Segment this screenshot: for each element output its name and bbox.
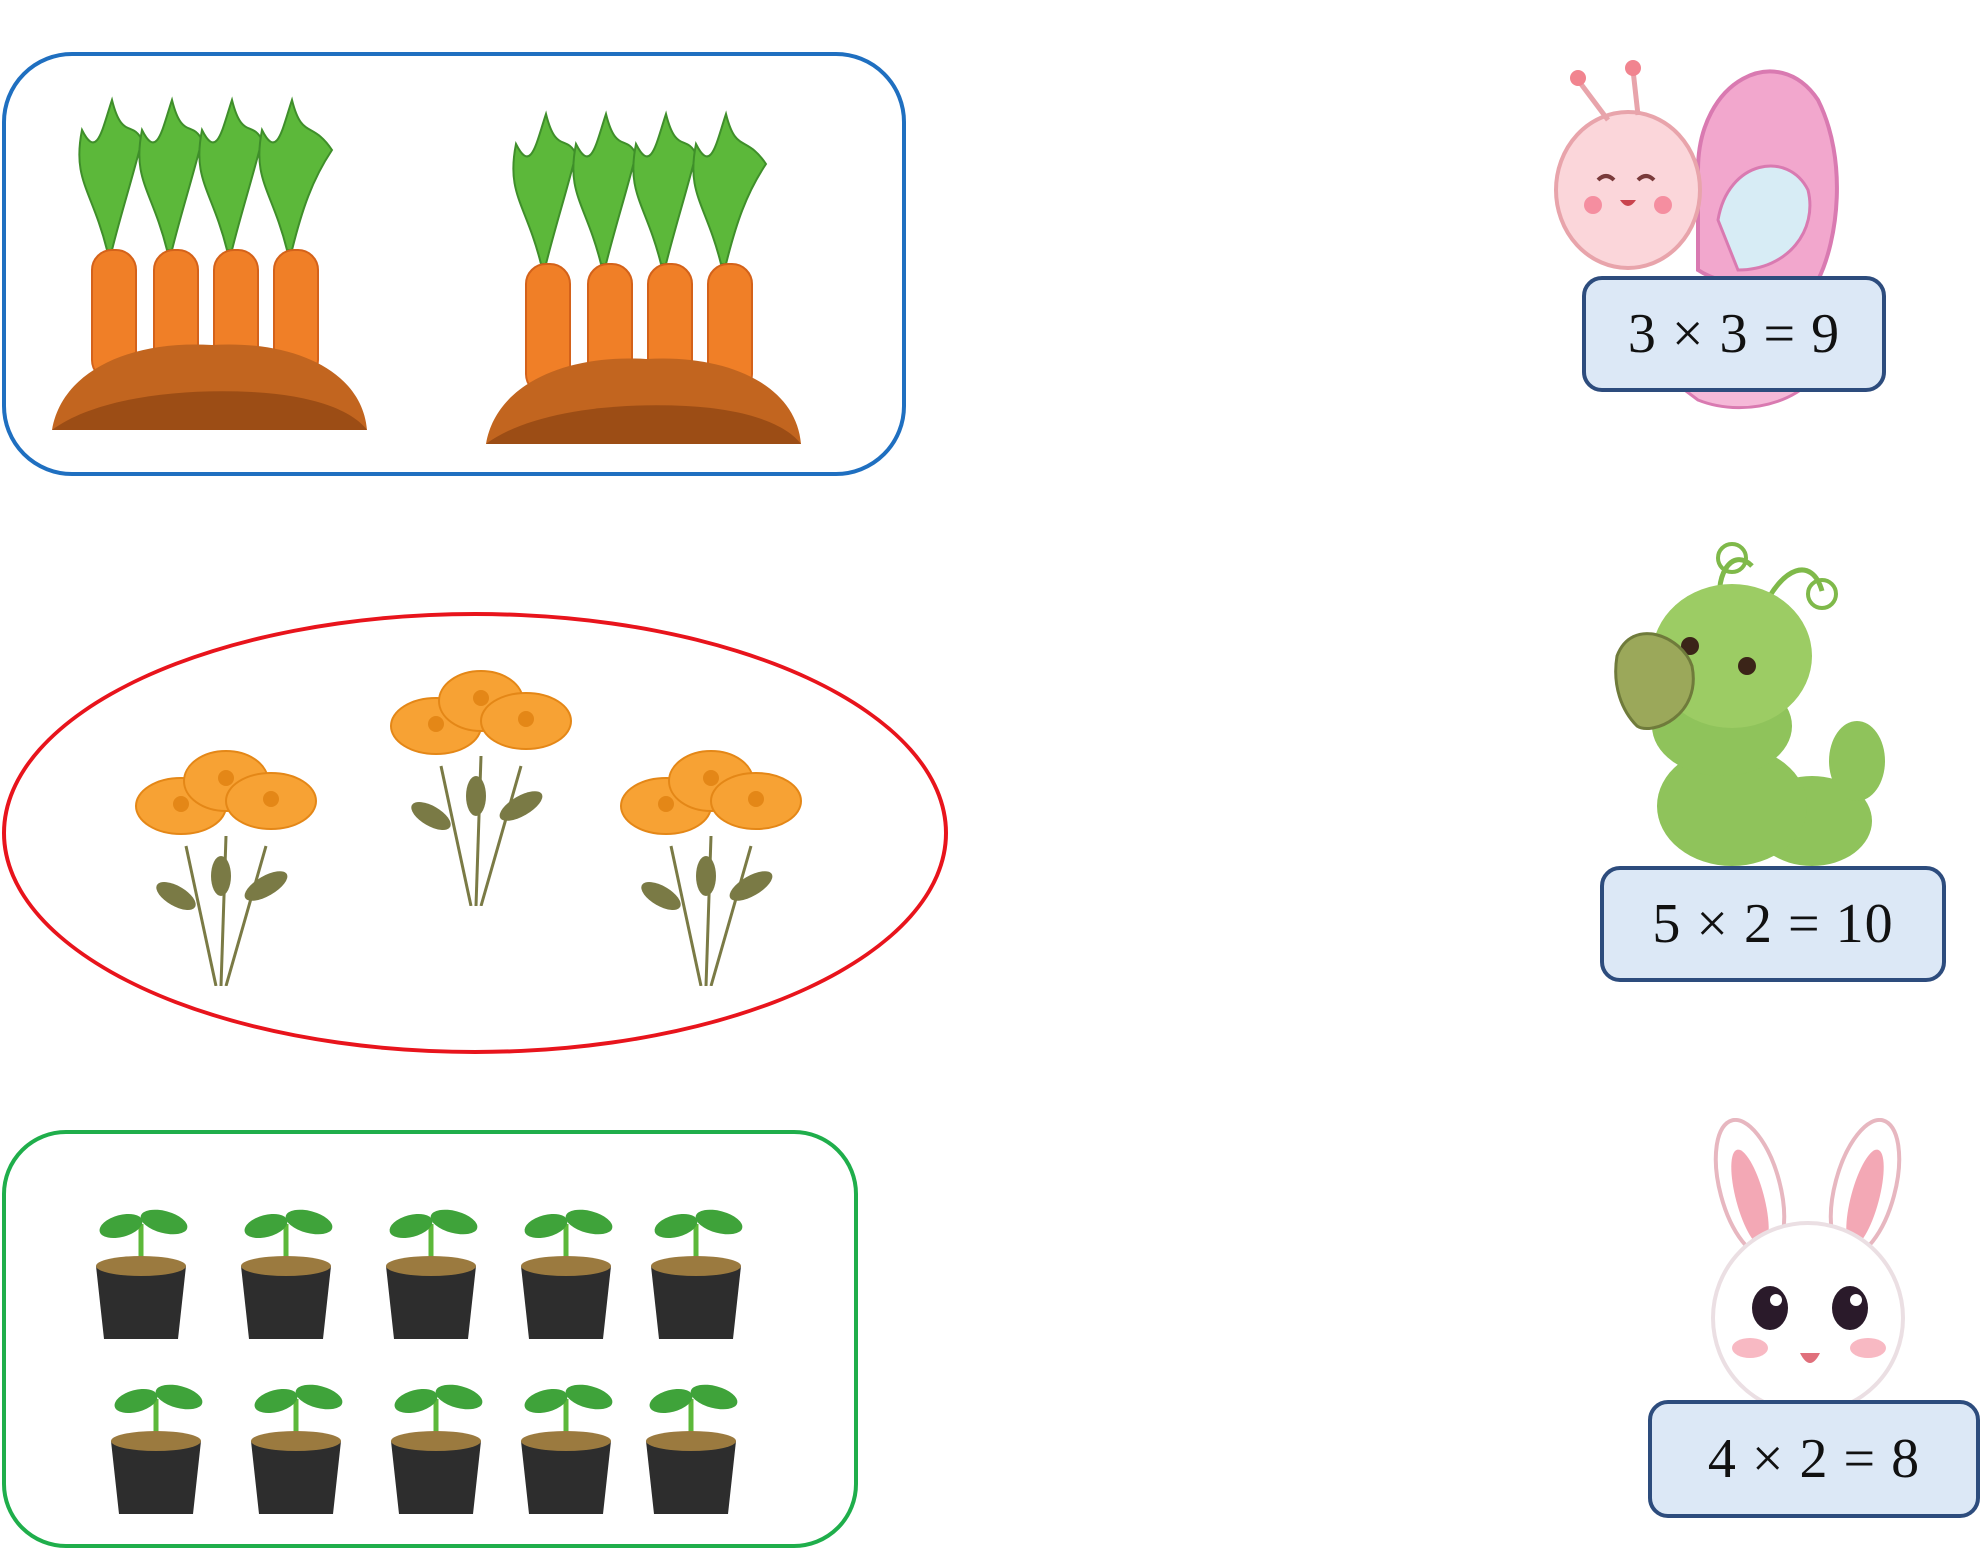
- carrot-bed-icon: [52, 96, 367, 430]
- equation-card[interactable]: 5 × 2 = 10: [1600, 866, 1946, 982]
- equation-card[interactable]: 3 × 3 = 9: [1582, 276, 1886, 392]
- bunny-icon: [1711, 1118, 1905, 1415]
- flower-bunch-icon: [389, 669, 573, 906]
- equation-card[interactable]: 4 × 2 = 8: [1648, 1400, 1980, 1518]
- carrot-bed-icon: [486, 113, 802, 445]
- caterpillar-icon: [1614, 542, 1885, 866]
- flower-bunch-icon: [619, 749, 803, 986]
- flower-bunch-icon: [135, 750, 317, 986]
- potted-sprout-row: [96, 1204, 776, 1344]
- flower-group-box[interactable]: [2, 612, 948, 1054]
- potted-sprout-row: [111, 1379, 791, 1519]
- plant-group-box[interactable]: [2, 1130, 858, 1548]
- carrot-group-box[interactable]: [2, 52, 906, 476]
